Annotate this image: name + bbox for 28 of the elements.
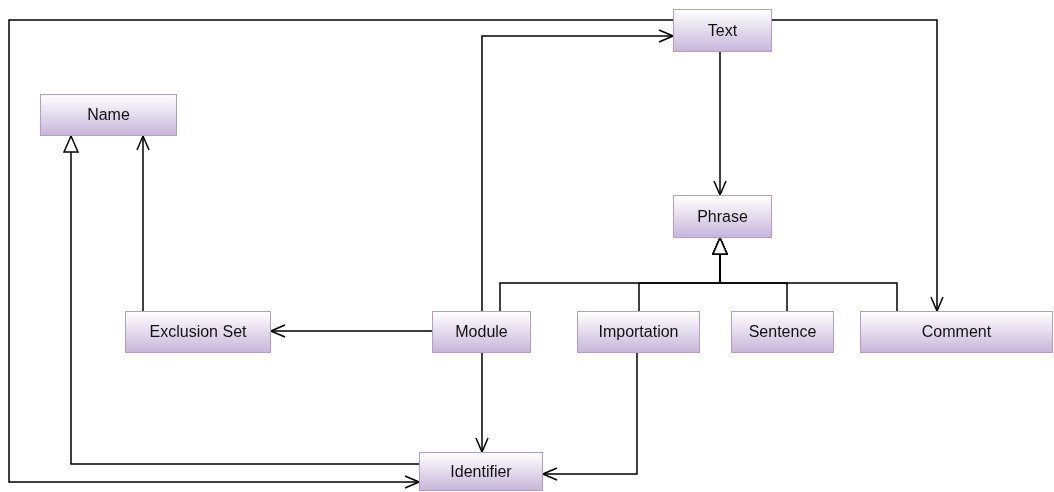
class-box <box>860 311 1053 353</box>
class-name: Identifier <box>450 462 512 481</box>
connector-arrow <box>136 135 150 312</box>
class-name: Text <box>707 21 738 40</box>
connector-arrow <box>63 135 420 465</box>
connector-arrow <box>771 19 944 312</box>
class-box <box>432 311 531 353</box>
class-box <box>577 311 700 353</box>
connector-arrow <box>475 352 489 453</box>
class-name: Exclusion Set <box>149 323 247 341</box>
class-box <box>125 311 271 353</box>
class-box <box>673 195 772 238</box>
class-name: Module <box>455 323 508 341</box>
class-name: Name <box>87 106 130 124</box>
class-box <box>673 9 772 52</box>
class-box <box>731 311 834 353</box>
class-name: Phrase <box>697 207 748 226</box>
connector-arrow <box>270 324 433 338</box>
class-box <box>40 94 177 136</box>
connector-arrow <box>542 352 638 481</box>
class-name: Comment <box>921 323 992 341</box>
connector-arrow <box>713 51 727 196</box>
class-box <box>419 452 543 491</box>
connector-arrow <box>481 29 674 312</box>
class-name: Sentence <box>748 323 817 341</box>
connector-arrow <box>712 237 898 312</box>
class-name: Importation <box>598 323 679 341</box>
connector-arrow <box>8 19 674 489</box>
